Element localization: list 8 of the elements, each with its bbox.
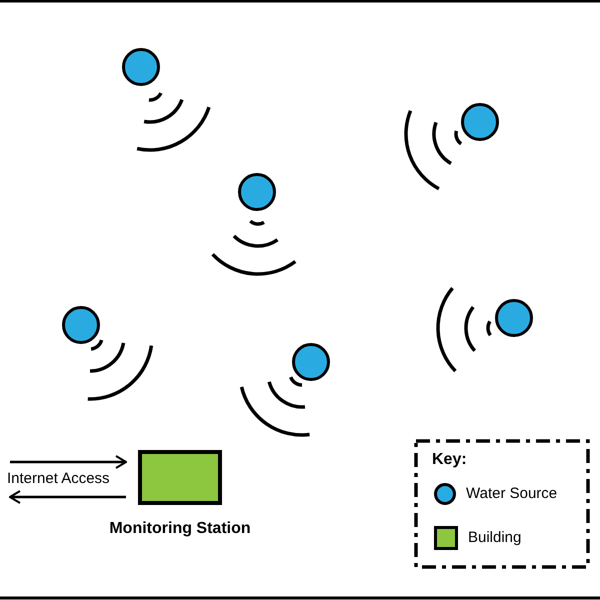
legend-text: Building	[468, 528, 522, 548]
station-label: Monitoring Station	[108, 519, 252, 539]
access-label: Internet Access	[7, 471, 110, 486]
legend-text: Water Source	[466, 484, 558, 504]
legend-title: Key:	[432, 452, 467, 468]
arrow	[9, 490, 126, 504]
building-box	[138, 450, 222, 505]
arrow	[10, 455, 127, 469]
